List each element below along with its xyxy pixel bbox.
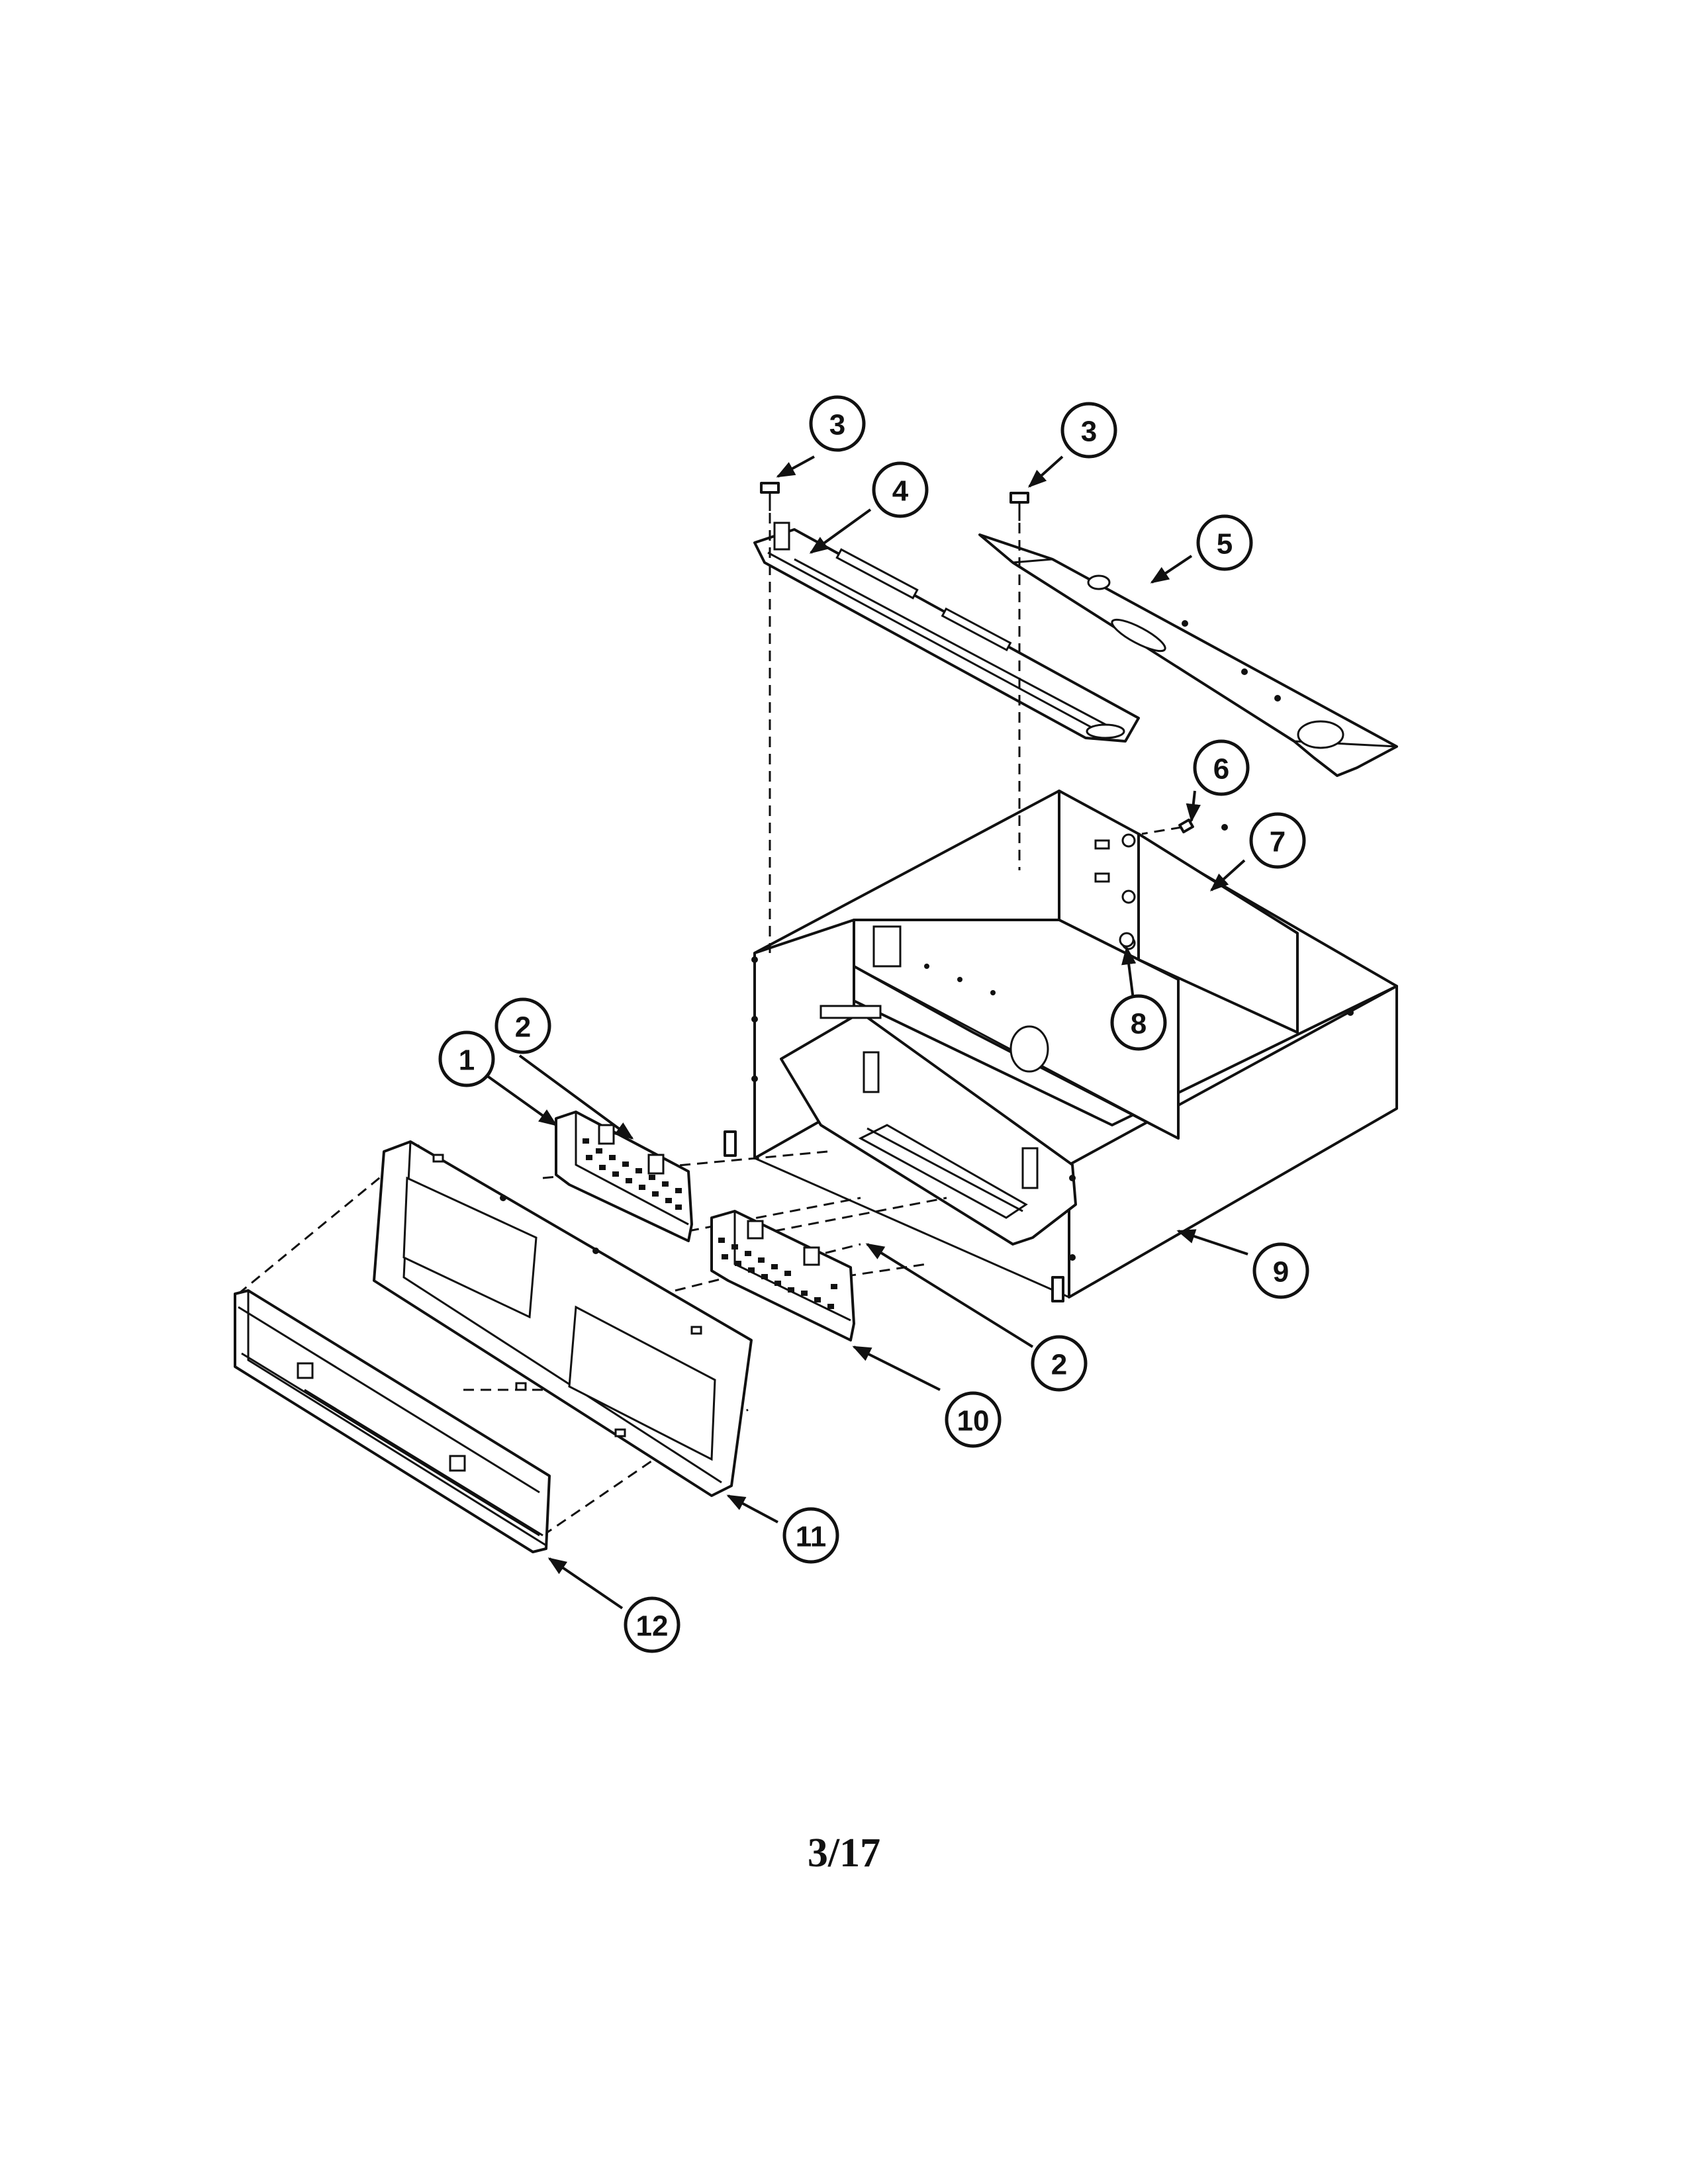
part-3-screw-left [760, 482, 780, 511]
part-12-front-panel [234, 1289, 551, 1553]
callout-2-lower: 2 [1031, 1335, 1088, 1392]
svg-text:11: 11 [796, 1521, 827, 1553]
svg-text:10: 10 [957, 1405, 990, 1437]
svg-text:1: 1 [459, 1044, 475, 1077]
svg-text:8: 8 [1131, 1008, 1147, 1040]
part-8-screws [1119, 932, 1135, 948]
callout-7: 7 [1249, 812, 1306, 869]
callout-3-right: 3 [1060, 402, 1117, 459]
part-6-screw [1178, 818, 1194, 834]
leader-lines [485, 455, 1248, 1610]
part-5-cover-plate [978, 533, 1398, 777]
callout-9: 9 [1252, 1242, 1309, 1299]
callout-11: 11 [782, 1507, 839, 1564]
part-10-control-board [710, 1210, 855, 1342]
svg-text:7: 7 [1270, 826, 1286, 858]
svg-text:3: 3 [1081, 416, 1097, 448]
part-3-screw-right [1009, 492, 1029, 521]
svg-text:9: 9 [1273, 1256, 1289, 1289]
svg-text:4: 4 [892, 475, 909, 508]
part-1-control-board [555, 1111, 693, 1242]
part-7-9-chassis [724, 790, 1398, 1302]
svg-text:5: 5 [1217, 528, 1233, 561]
part-11-panel-frame [373, 1140, 753, 1497]
svg-text:3: 3 [829, 409, 845, 441]
callout-12: 12 [624, 1596, 680, 1653]
callout-5: 5 [1196, 514, 1253, 571]
svg-text:2: 2 [1051, 1349, 1067, 1381]
callout-10: 10 [945, 1391, 1002, 1448]
callout-1: 1 [438, 1030, 495, 1087]
callout-3-left: 3 [809, 395, 866, 452]
svg-text:2: 2 [515, 1011, 531, 1044]
callout-6: 6 [1193, 739, 1250, 796]
svg-text:6: 6 [1213, 753, 1229, 786]
svg-text:12: 12 [636, 1610, 669, 1643]
callout-2-upper: 2 [494, 997, 551, 1054]
callout-8: 8 [1110, 994, 1167, 1051]
part-4-bracket [753, 522, 1140, 743]
page-number: 3/17 [807, 1831, 881, 1876]
callout-4: 4 [872, 461, 929, 518]
